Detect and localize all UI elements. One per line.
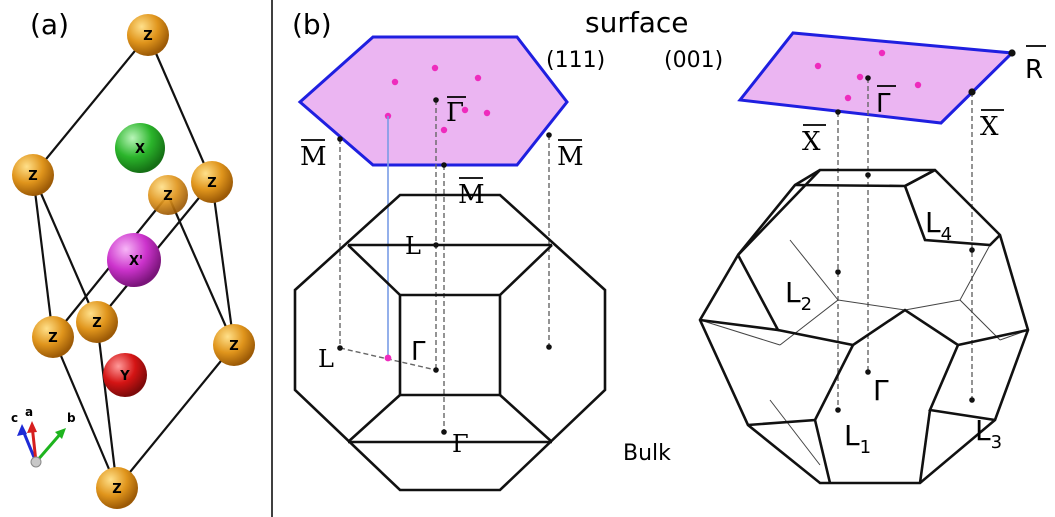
- svg-text:Z: Z: [207, 176, 216, 191]
- r-bar-label: R: [1025, 55, 1043, 85]
- svg-text:Y: Y: [119, 369, 130, 384]
- bulk-label: Bulk: [623, 441, 671, 466]
- svg-text:Z: Z: [229, 339, 238, 354]
- atom-z-mid-right: Z: [213, 324, 255, 366]
- svg-text:Z: Z: [143, 29, 152, 44]
- m-bar-bottom-label: M: [458, 180, 485, 210]
- l3-label: L3: [975, 414, 1002, 453]
- gamma-bar-label: Γ: [446, 98, 464, 128]
- m-bar-right-label: M: [557, 142, 584, 172]
- projection-lines-001: [837, 78, 973, 410]
- l1-label: L1: [844, 419, 871, 458]
- svg-text:Z: Z: [112, 482, 121, 497]
- l2-label: L2: [785, 276, 812, 315]
- atom-z-mid-left: Z: [32, 316, 74, 358]
- points-111: [337, 97, 552, 435]
- bulk-bz-001-back: [699, 239, 1029, 466]
- labels-001: R Γ X X L2 L4 Γ L1 L3: [785, 45, 1046, 458]
- atom-z-top: Z: [127, 14, 169, 56]
- gamma-bar-001-label: Γ: [876, 89, 891, 119]
- miller-001-label: (001): [664, 48, 723, 73]
- labels-111: Γ M M M L L Γ Γ: [300, 96, 584, 458]
- l-left-label: L: [318, 345, 334, 373]
- atom-z-mid-center: Z: [76, 301, 118, 343]
- axis-b-label: b: [67, 411, 76, 425]
- gamma-001-label: Γ: [873, 374, 889, 407]
- svg-text:X: X: [135, 142, 145, 157]
- svg-text:Z: Z: [48, 331, 57, 346]
- gamma-bot-label: Γ: [452, 430, 469, 458]
- axes-triad: c a b: [11, 405, 76, 468]
- l-top-label: L: [405, 232, 421, 260]
- axis-c-label: c: [11, 411, 18, 425]
- m-bar-left-label: M: [300, 142, 327, 172]
- svg-text:Z: Z: [28, 169, 37, 184]
- l4-label: L4: [925, 206, 952, 245]
- atom-y: Y: [103, 353, 147, 397]
- atom-z-back: Z: [148, 175, 188, 215]
- bulk-bz-111: [293, 193, 607, 492]
- miller-111-label: (111): [546, 48, 605, 73]
- bulk-bz-001-front: [698, 168, 1030, 485]
- gamma-mid-label: Γ: [411, 337, 426, 367]
- svg-text:X': X': [129, 254, 143, 269]
- atom-x-prime: X': [107, 233, 161, 287]
- surface-dots-001: [814, 49, 922, 102]
- svg-text:Z: Z: [163, 189, 172, 204]
- atom-z-right: Z: [191, 161, 233, 203]
- points-001: [835, 49, 1016, 413]
- atom-z-left: Z: [12, 154, 54, 196]
- axis-a-label: a: [25, 405, 33, 419]
- atom-x: X: [115, 123, 165, 173]
- surface-dots-111: [384, 64, 491, 134]
- point-magenta-bulk: [384, 354, 392, 362]
- svg-text:Z: Z: [92, 316, 101, 331]
- x-bar-right-label: X: [980, 112, 999, 142]
- surface-title: surface: [585, 6, 688, 39]
- panel-a-label: (a): [30, 8, 69, 41]
- atom-z-bottom: Z: [96, 467, 138, 509]
- panel-b-label: (b): [292, 8, 332, 41]
- x-bar-left-label: X: [802, 127, 821, 157]
